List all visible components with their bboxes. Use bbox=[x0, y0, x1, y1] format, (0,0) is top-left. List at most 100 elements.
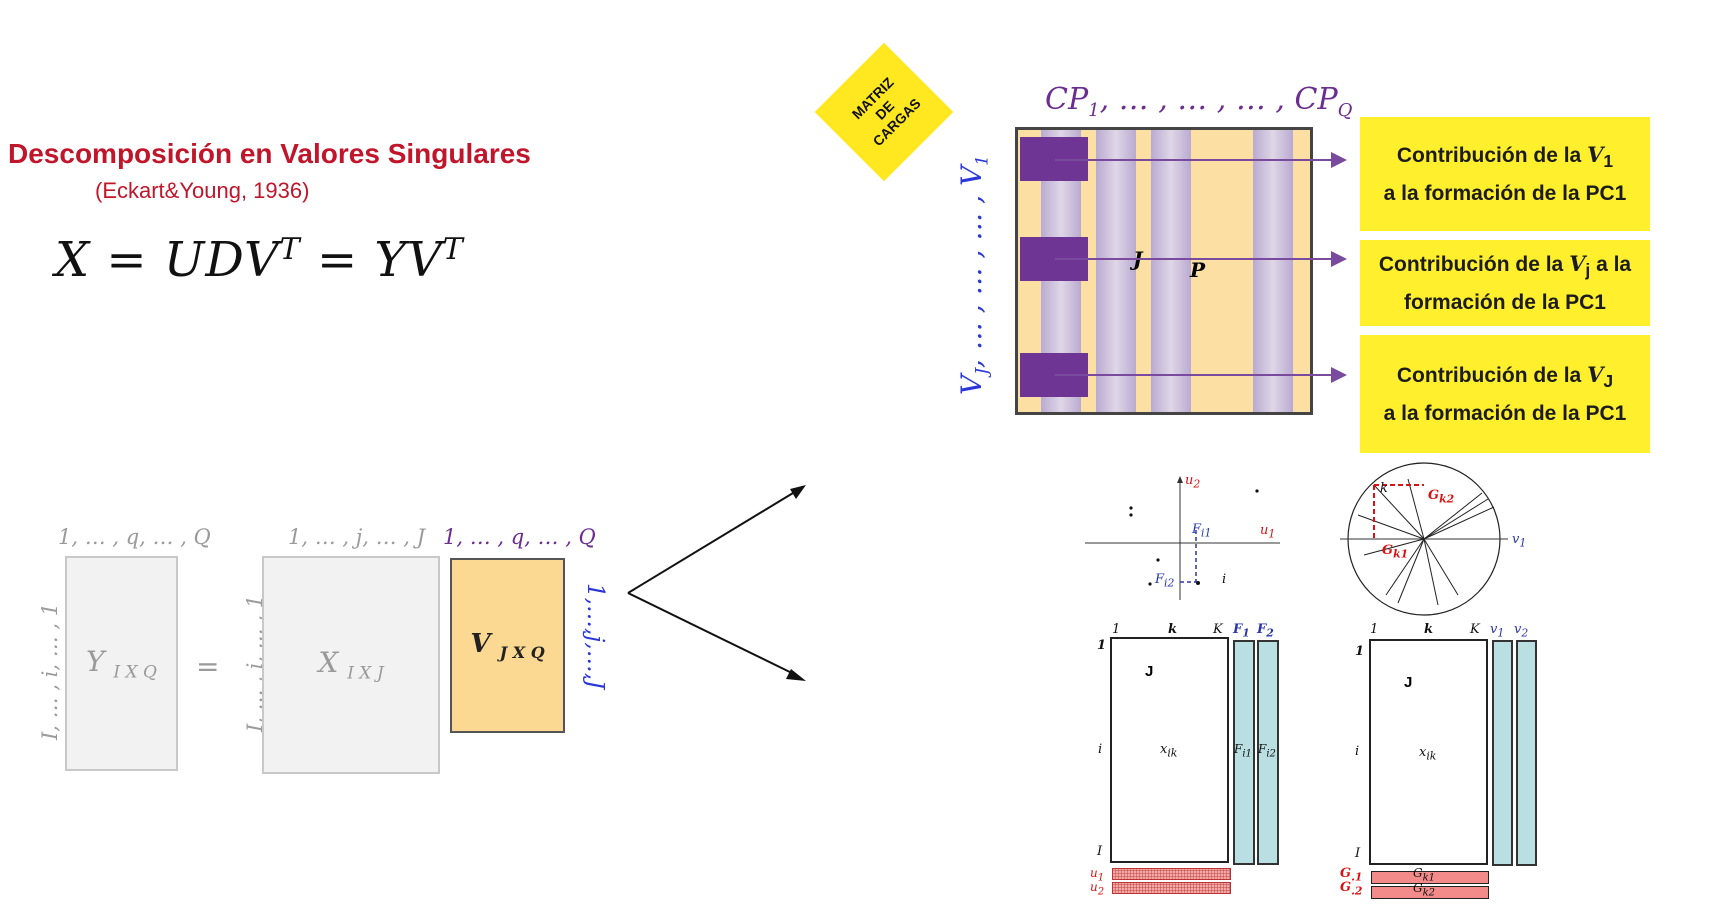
variables-circle-plot bbox=[1340, 462, 1508, 616]
ml-u2-label: u2 bbox=[1090, 880, 1104, 897]
page-title: Descomposición en Valores Singulares bbox=[8, 138, 531, 169]
var-vector-7 bbox=[1357, 514, 1425, 540]
ml-cell-sub: ik bbox=[1167, 746, 1178, 760]
cp-header-first: CP bbox=[1045, 82, 1089, 117]
contribution-vj-sub: j bbox=[1585, 260, 1591, 281]
row-J-arrow-line bbox=[1055, 374, 1332, 376]
v-top-label: 1, … , q, … , Q bbox=[443, 525, 596, 549]
cp-header-rest: , … , … , … , CP bbox=[1099, 82, 1338, 117]
contribution-vJ-var: V bbox=[1587, 362, 1604, 388]
row-scores-plot bbox=[1085, 476, 1280, 600]
mr-v1-sub: 1 bbox=[1497, 626, 1505, 640]
ml-col-k: k bbox=[1168, 622, 1178, 637]
var-vector-9 bbox=[1423, 538, 1459, 596]
gk1-label: Gk1 bbox=[1382, 543, 1408, 561]
ml-matrix-label: J bbox=[1145, 663, 1154, 680]
var-vector-8 bbox=[1363, 538, 1425, 556]
mr-v2-column bbox=[1516, 640, 1537, 866]
cp-header-sub-first: 1 bbox=[1088, 100, 1100, 121]
contribution-vJ-post: a la formación de la PC1 bbox=[1383, 401, 1627, 425]
equals-sign: = bbox=[196, 650, 220, 683]
loadings-matrix: J P bbox=[1015, 127, 1313, 415]
mr-v1-header: v1 bbox=[1490, 622, 1504, 640]
mr-data-matrix: J xik bbox=[1369, 639, 1488, 865]
ml-f1-sym: F bbox=[1233, 622, 1243, 637]
x-matrix-label: X I X J bbox=[318, 646, 383, 684]
fi2-label-sub: i2 bbox=[1164, 576, 1175, 590]
var-vector-4 bbox=[1407, 478, 1425, 540]
var-vector-2 bbox=[1423, 506, 1495, 540]
score-point-a bbox=[1129, 506, 1133, 510]
y-symbol: Y bbox=[86, 644, 105, 678]
v-side-label: 1,…,j,…,J bbox=[582, 583, 608, 690]
var-vector-k bbox=[1373, 484, 1425, 540]
gk1-label-sym: G bbox=[1382, 543, 1394, 558]
mr-gk2-sym: G bbox=[1413, 881, 1423, 895]
ml-fi1-label: Fi1 bbox=[1234, 742, 1252, 759]
row-1-arrowhead bbox=[1331, 152, 1347, 168]
mr-row-1: 1 bbox=[1355, 644, 1365, 659]
var-vector-3 bbox=[1423, 492, 1483, 540]
mr-v2-header: v2 bbox=[1514, 622, 1528, 640]
v1-label-sub: 1 bbox=[1519, 536, 1527, 550]
loadings-column-2 bbox=[1096, 130, 1136, 412]
ml-f2-header: F2 bbox=[1257, 622, 1274, 640]
ml-u2-sym: u bbox=[1090, 880, 1098, 894]
arrow-up-head bbox=[790, 485, 806, 499]
ml-cell-sym: x bbox=[1160, 742, 1168, 757]
u2-label: u2 bbox=[1185, 473, 1200, 491]
var-vector-10 bbox=[1385, 538, 1425, 596]
arrow-up-line bbox=[627, 489, 799, 594]
u2-label-sym: u bbox=[1185, 473, 1194, 488]
formula-lhs: X = UDV bbox=[55, 232, 280, 288]
mr-gk2-sub: k2 bbox=[1422, 887, 1436, 899]
i-point-label: i bbox=[1222, 572, 1227, 587]
contribution-v1-var: V bbox=[1587, 142, 1604, 168]
cp-header-sub-last: Q bbox=[1337, 100, 1353, 121]
var-vector-6 bbox=[1423, 538, 1439, 606]
v1-label-sym: v bbox=[1512, 532, 1520, 547]
contribution-v1-sub: 1 bbox=[1603, 151, 1614, 172]
u1-label-sym: u bbox=[1260, 523, 1269, 538]
mr-gk2-label: Gk2 bbox=[1413, 881, 1435, 898]
y-top-label: 1, … , q, … , Q bbox=[58, 525, 211, 549]
ml-f1-sub: 1 bbox=[1242, 626, 1250, 640]
side-label-sub-first: J bbox=[972, 367, 993, 375]
v1-label: v1 bbox=[1512, 532, 1526, 550]
gk2-label-sym: G bbox=[1428, 488, 1440, 503]
v-symbol: V bbox=[470, 628, 491, 659]
ml-u1-row bbox=[1112, 868, 1231, 880]
y-matrix-label: Y I X Q bbox=[86, 645, 157, 683]
mr-row-i: i bbox=[1355, 744, 1360, 759]
gk2-label: Gk2 bbox=[1428, 488, 1454, 506]
contribution-vj-pre: Contribución de la bbox=[1378, 253, 1570, 277]
ml-fi2-sym: F bbox=[1258, 742, 1267, 756]
gk1-label-sub: k1 bbox=[1393, 547, 1409, 561]
ml-col-1: 1 bbox=[1112, 622, 1121, 637]
ml-fi1-sub: i1 bbox=[1242, 748, 1252, 760]
mr-g2-sub: .2 bbox=[1351, 884, 1363, 898]
fi1-label-sub: i1 bbox=[1201, 526, 1212, 540]
mr-matrix-label: J bbox=[1404, 674, 1413, 691]
v-subscript: J X Q bbox=[499, 643, 545, 663]
mr-col-k: k bbox=[1424, 622, 1434, 637]
ml-data-matrix: J xik bbox=[1110, 637, 1229, 863]
mr-gk1-sub: k1 bbox=[1422, 872, 1436, 884]
ml-u1-label: u1 bbox=[1090, 866, 1104, 883]
mr-g1-label: G.1 bbox=[1340, 866, 1362, 884]
contribution-vJ-pre: Contribución de la bbox=[1396, 364, 1588, 388]
formula-sup-2: T bbox=[442, 232, 464, 267]
side-label-rest: , … , … , … , V bbox=[955, 165, 988, 368]
loadings-column-q bbox=[1253, 130, 1293, 412]
x-top-label: 1, … , j, … , J bbox=[288, 525, 426, 549]
x-symbol: X bbox=[318, 646, 339, 680]
gk2-label-sub: k2 bbox=[1439, 492, 1455, 506]
inner-p-label: P bbox=[1190, 258, 1206, 282]
side-label-sub-last: 1 bbox=[972, 154, 993, 166]
mr-gk1-sym: G bbox=[1413, 866, 1423, 880]
mr-cell-sym: x bbox=[1419, 745, 1427, 760]
mr-cell-sub: ik bbox=[1426, 749, 1437, 763]
u1-label: u1 bbox=[1260, 523, 1275, 541]
